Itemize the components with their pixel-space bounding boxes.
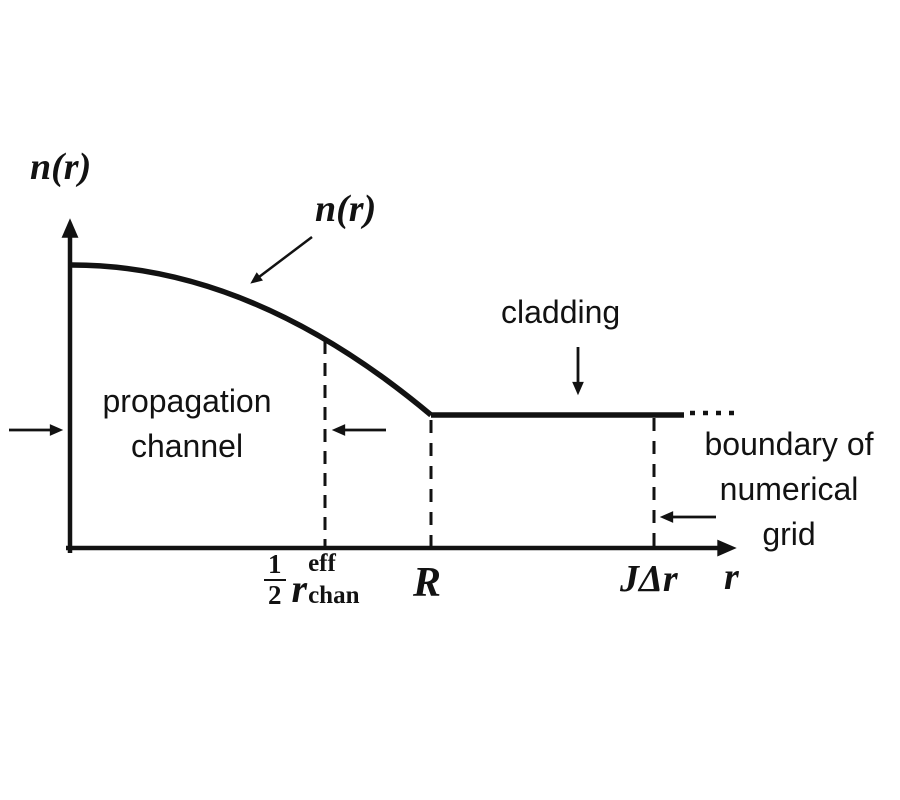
- index-profile-curve: [71, 262, 433, 418]
- propagation-channel-line2: channel: [130, 428, 244, 464]
- x-tick-core-radius: R: [413, 560, 442, 606]
- fraction-numerator: 1: [264, 551, 286, 581]
- boundary-line1: boundary of: [704, 426, 874, 462]
- propagation-channel-line1: propagation: [102, 383, 272, 419]
- one-half-fraction: 1 2: [264, 551, 286, 609]
- boundary-line3: grid: [762, 516, 816, 552]
- fraction-denominator: 2: [268, 580, 282, 610]
- curve-label: n(r): [315, 188, 377, 230]
- boundary-of-grid-label: boundary of numerical grid: [683, 422, 895, 557]
- boundary-line2: numerical: [719, 471, 859, 507]
- radius-subscript: chan: [308, 582, 360, 609]
- radius-symbol: r: [291, 566, 308, 611]
- curve-pointer-arrow: [250, 236, 313, 284]
- x-axis-label: r: [724, 556, 739, 598]
- cladding-label: cladding: [501, 294, 621, 330]
- x-tick-grid-boundary: JΔr: [620, 558, 678, 600]
- propagation-channel-label: propagation channel: [73, 379, 301, 469]
- radius-sup-sub: eff chan: [308, 551, 359, 609]
- radius-superscript: eff: [308, 550, 336, 577]
- x-tick-effective-channel-radius: 1 2 r eff chan: [264, 551, 359, 609]
- y-axis-label: n(r): [30, 146, 92, 188]
